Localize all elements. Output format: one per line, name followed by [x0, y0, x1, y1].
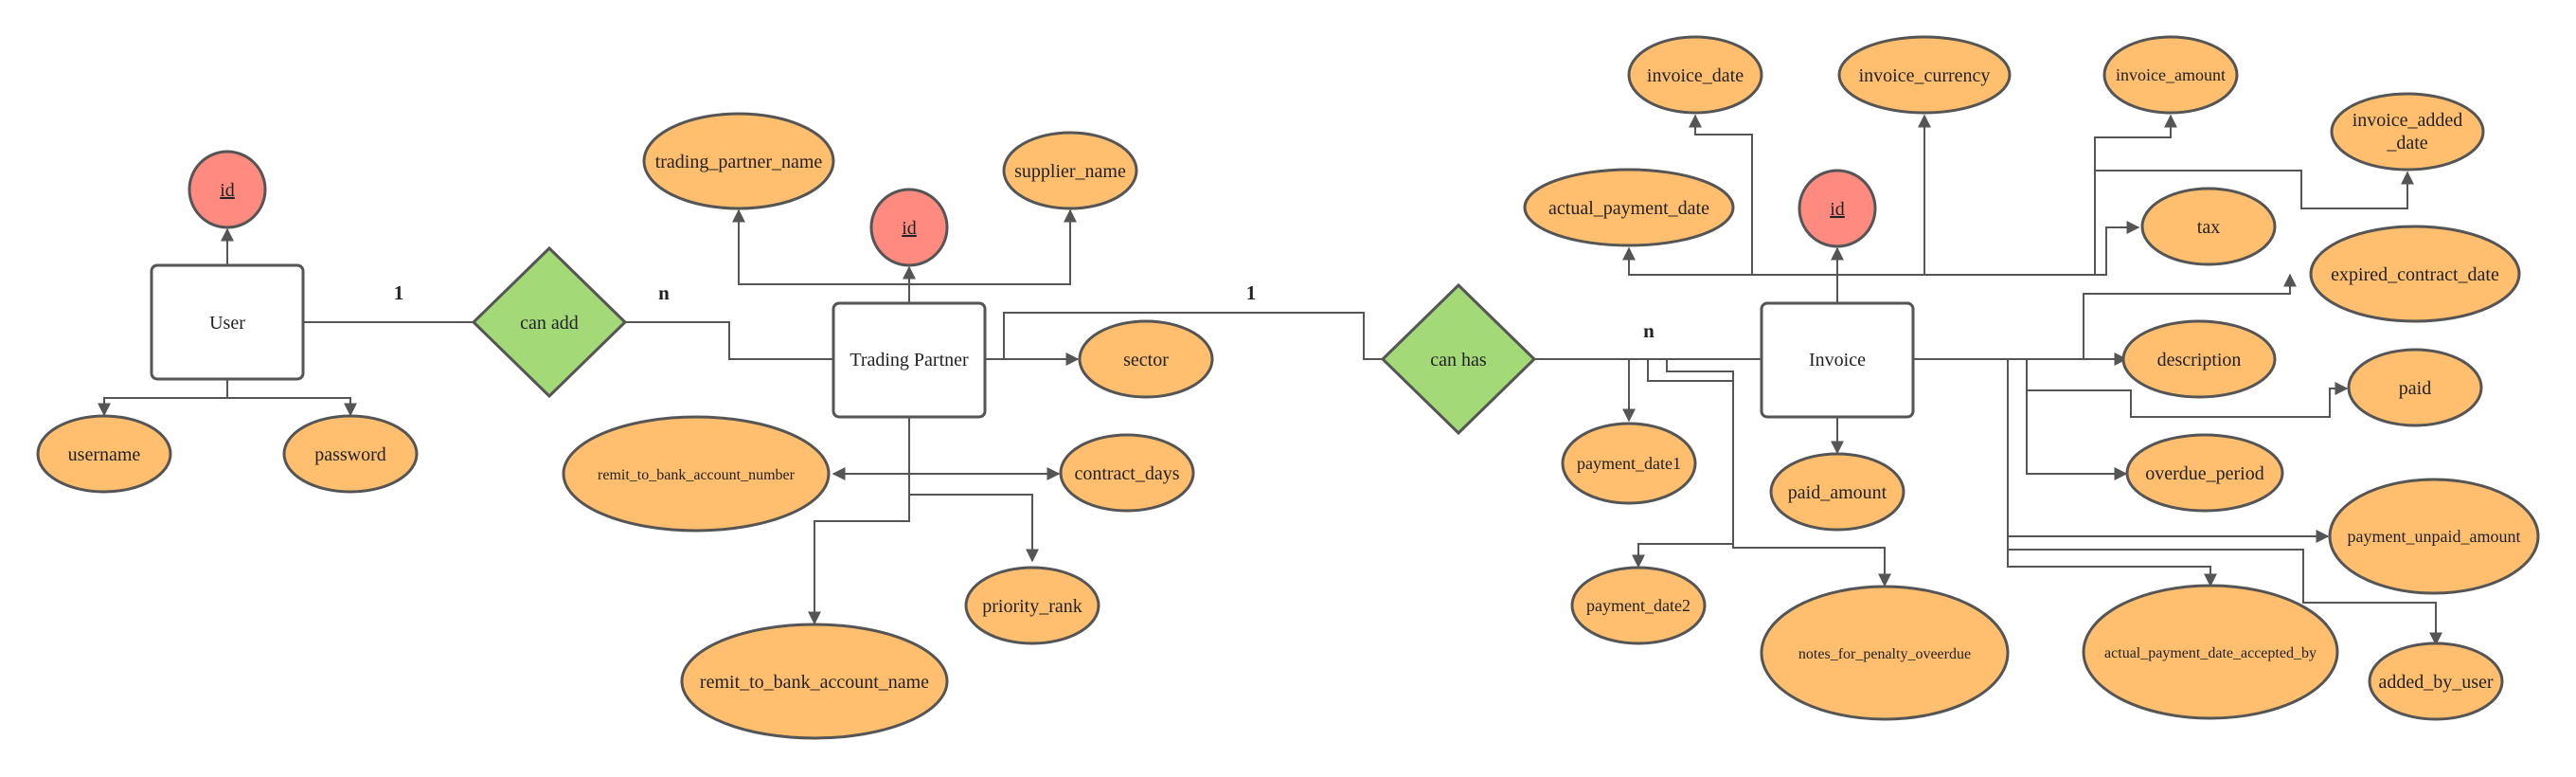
attribute-contract-days-label: contract_days — [1074, 463, 1179, 484]
relationship-can-add-label: can add — [520, 313, 579, 334]
edge-can-add-partner — [625, 321, 833, 360]
attribute-overdue-period[interactable]: overdue_period — [2125, 433, 2284, 513]
attribute-username-label: username — [68, 444, 141, 465]
attribute-actual-payment-date-accepted-by-label: actual_payment_date_accepted_by — [2104, 645, 2317, 661]
attribute-invoice-currency-label: invoice_currency — [1859, 65, 1991, 86]
attribute-tax-label: tax — [2197, 217, 2220, 238]
edge-partner-can-has — [985, 312, 1383, 360]
edge-invoice-added-by-user — [2007, 359, 2442, 646]
cardinality-can-has-invoice: n — [1643, 319, 1655, 342]
attribute-invoice-id-label: id — [1830, 199, 1845, 220]
attribute-actual-payment-date-accepted-by[interactable]: actual_payment_date_accepted_by — [2082, 584, 2339, 720]
edge-invoice-overdue-period — [2026, 359, 2128, 480]
attribute-invoice-added-date[interactable]: invoice_added _date — [2330, 92, 2485, 172]
edge-user-password — [226, 379, 357, 417]
attribute-username[interactable]: username — [36, 414, 172, 494]
attribute-expired-contract-date[interactable]: expired_contract_date — [2309, 225, 2521, 323]
attribute-payment-date1-label: payment_date1 — [1577, 454, 1681, 473]
attribute-payment-date1[interactable]: payment_date1 — [1561, 422, 1697, 505]
attribute-paid-amount[interactable]: paid_amount — [1769, 452, 1905, 532]
cardinality-partner-can-has: 1 — [1246, 281, 1257, 304]
attribute-supplier-name[interactable]: supplier_name — [1002, 131, 1138, 210]
attribute-user-id[interactable]: id — [188, 150, 267, 229]
relationship-can-has[interactable]: can has — [1380, 282, 1537, 436]
attribute-remit-to-bank-account-name[interactable]: remit_to_bank_account_name — [680, 623, 949, 740]
attribute-paid[interactable]: paid — [2347, 348, 2483, 427]
cardinality-user-can-add: 1 — [394, 281, 404, 304]
relationship-can-has-label: can has — [1430, 350, 1487, 370]
attribute-supplier-name-label: supplier_name — [1014, 161, 1126, 182]
attribute-payment-unpaid-amount-label: payment_unpaid_amount — [2348, 527, 2521, 546]
edge-invoice-tax — [2095, 221, 2140, 276]
attribute-paid-amount-label: paid_amount — [1788, 482, 1887, 503]
edge-partner-remit-number — [832, 417, 910, 480]
cardinality-can-add-partner: n — [658, 281, 670, 304]
attribute-invoice-amount-label: invoice_amount — [2116, 65, 2226, 84]
attribute-invoice-id[interactable]: id — [1798, 169, 1877, 248]
attribute-sector[interactable]: sector — [1078, 319, 1214, 399]
cardinality-labels: 1 n 1 n — [394, 281, 1655, 342]
attribute-tax[interactable]: tax — [2140, 187, 2277, 266]
attribute-payment-date2-label: payment_date2 — [1586, 596, 1690, 615]
connector-lines — [98, 114, 2442, 646]
attribute-remit-to-bank-account-number-label: remit_to_bank_account_number — [598, 467, 796, 483]
attribute-password[interactable]: password — [282, 414, 419, 494]
attribute-priority-rank[interactable]: priority_rank — [964, 566, 1100, 645]
attribute-password-label: password — [314, 444, 386, 465]
attribute-invoice-added-date-label-line1: invoice_added — [2352, 110, 2463, 131]
attribute-added-by-user[interactable]: added_by_user — [2368, 641, 2504, 721]
entity-invoice-label: Invoice — [1809, 350, 1866, 370]
attribute-description[interactable]: description — [2121, 319, 2277, 399]
attribute-invoice-added-date-label-line2: _date — [2386, 133, 2427, 154]
attribute-actual-payment-date-label: actual_payment_date — [1548, 198, 1709, 219]
attribute-invoice-date-label: invoice_date — [1647, 65, 1744, 86]
attribute-invoice-amount[interactable]: invoice_amount — [2102, 35, 2239, 115]
attribute-user-id-label: id — [220, 180, 235, 201]
attribute-trading-partner-name-label: trading_partner_name — [655, 152, 823, 172]
attribute-trading-partner-name[interactable]: trading_partner_name — [642, 112, 835, 210]
edge-partner-supplier-name — [908, 208, 1077, 303]
attribute-remit-to-bank-account-number[interactable]: remit_to_bank_account_number — [562, 415, 831, 533]
edge-invoice-actual-payment-date — [1622, 246, 1837, 276]
edge-partner-priority-rank — [908, 417, 1039, 563]
attribute-actual-payment-date[interactable]: actual_payment_date — [1523, 168, 1735, 247]
edge-invoice-invoice-date — [1689, 114, 1838, 303]
attribute-invoice-currency[interactable]: invoice_currency — [1837, 35, 2012, 115]
relationship-can-add[interactable]: can add — [471, 245, 628, 399]
entity-trading-partner[interactable]: Trading Partner — [832, 301, 987, 419]
attribute-description-label: description — [2157, 350, 2242, 370]
attribute-invoice-date[interactable]: invoice_date — [1627, 35, 1763, 115]
attribute-added-by-user-label: added_by_user — [2378, 672, 2493, 693]
attribute-expired-contract-date-label: expired_contract_date — [2331, 264, 2499, 285]
attribute-partner-id-label: id — [902, 218, 917, 239]
edge-invoice-added-date — [2095, 170, 2414, 209]
edge-invoice-notes-penalty — [1666, 359, 1891, 587]
attribute-contract-days[interactable]: contract_days — [1059, 433, 1195, 513]
entity-trading-partner-label: Trading Partner — [850, 350, 969, 370]
entity-user-label: User — [209, 313, 245, 334]
edge-partner-contract-days — [908, 417, 1061, 480]
attribute-overdue-period-label: overdue_period — [2145, 463, 2264, 484]
attribute-remit-to-bank-account-name-label: remit_to_bank_account_name — [700, 672, 929, 693]
attribute-notes-for-penalty-overdue[interactable]: notes_for_penalty_oveerdue — [1760, 585, 2010, 721]
entity-user[interactable]: User — [150, 263, 305, 381]
edge-user-username — [98, 379, 228, 417]
attribute-sector-label: sector — [1123, 350, 1169, 370]
attribute-priority-rank-label: priority_rank — [982, 596, 1082, 617]
edge-partner-remit-name — [808, 417, 910, 625]
attribute-payment-date2[interactable]: payment_date2 — [1570, 566, 1707, 645]
edge-invoice-invoice-amount — [1924, 114, 2177, 276]
attribute-payment-unpaid-amount[interactable]: payment_unpaid_amount — [2328, 478, 2540, 595]
attribute-partner-id[interactable]: id — [869, 188, 949, 267]
attribute-notes-for-penalty-overdue-label: notes_for_penalty_oveerdue — [1798, 646, 1971, 662]
entity-invoice[interactable]: Invoice — [1760, 301, 1915, 419]
attribute-paid-label: paid — [2399, 378, 2431, 399]
